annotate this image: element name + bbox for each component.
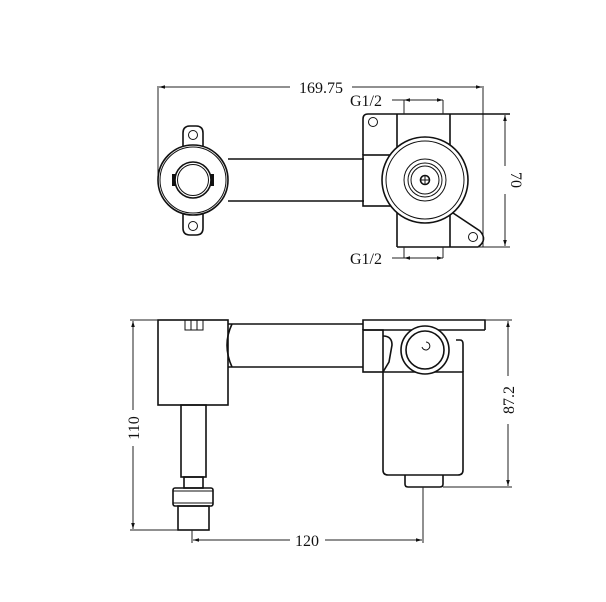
top-view: 169.75 (157, 80, 524, 268)
cross-screw-icon (419, 174, 431, 186)
cartridge-mark-icon (421, 341, 431, 351)
mounting-hole (468, 232, 478, 242)
dimension-width-label: 169.75 (299, 80, 343, 97)
valve-cylinder (382, 371, 464, 476)
dimension-body-height-label: 87.2 (501, 386, 518, 414)
outlet-block (157, 319, 229, 406)
dimension-total-height-label: 110 (126, 416, 143, 439)
mounting-hole (188, 130, 198, 140)
stem (180, 404, 207, 478)
dimension-height-label: 70 (507, 172, 524, 188)
left-flange (157, 125, 229, 236)
thread-label-top: G1/2 (350, 93, 382, 110)
side-view: 110 87.2 120 (126, 319, 518, 550)
mounting-hole (188, 221, 198, 231)
dimension-centre-distance-label: 120 (295, 533, 319, 550)
valve-body-top (362, 113, 510, 248)
pipe-outline (226, 323, 363, 368)
thread-label-bottom: G1/2 (350, 251, 382, 268)
mount-plate (362, 319, 486, 330)
mounting-hole (368, 117, 378, 127)
